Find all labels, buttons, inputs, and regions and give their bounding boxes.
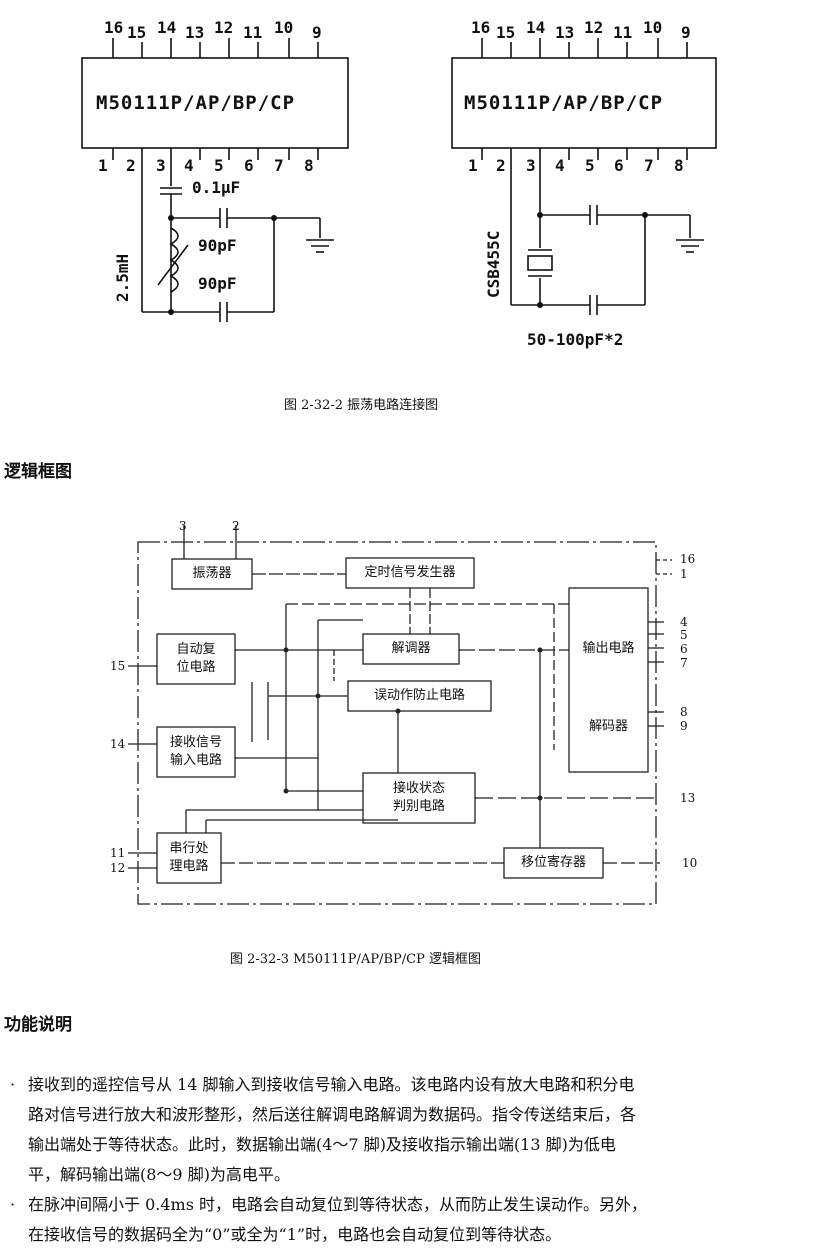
block-receive-state: 接收状态 判别电路	[363, 780, 475, 816]
right-bottom-pin-1: 1	[468, 156, 478, 175]
oscillator-drawing	[81, 38, 717, 322]
block-auto-reset: 自动复 位电路	[157, 641, 235, 677]
logic-pin-4: 4	[680, 615, 688, 629]
left-top-pin-11: 11	[243, 23, 263, 42]
logic-pin-7: 7	[680, 656, 688, 670]
right-top-pin-11: 11	[613, 23, 633, 42]
bullet-2-line-1: 在脉冲间隔小于 0.4ms 时，电路会自动复位到等待状态，从而防止发生误动作。另…	[28, 1195, 648, 1214]
block-misoperation-guard: 误动作防止电路	[373, 688, 465, 703]
block-demodulator: 解调器	[391, 641, 431, 656]
left-top-pin-15: 15	[127, 23, 147, 42]
left-bottom-pin-6: 6	[244, 156, 254, 175]
upper-cap-value: 90pF	[198, 236, 237, 255]
block-receive-input-line1: 接收信号	[169, 735, 222, 750]
block-receive-input-line2: 输入电路	[169, 753, 222, 768]
bullet-dot-icon: ·	[10, 1195, 16, 1214]
logic-pin-5: 5	[680, 628, 688, 642]
left-bottom-pin-4: 4	[184, 156, 194, 175]
block-serial-line1: 串行处	[169, 841, 209, 856]
right-bottom-pin-6: 6	[614, 156, 624, 175]
block-serial-processing: 串行处 理电路	[157, 840, 221, 876]
block-receive-input: 接收信号 输入电路	[157, 734, 235, 770]
right-top-pin-9: 9	[681, 23, 691, 42]
block-auto-reset-line2: 位电路	[176, 660, 216, 675]
left-bottom-pin-1: 1	[98, 156, 108, 175]
block-decoder: 解码器	[588, 719, 628, 734]
lower-cap-value: 90pF	[198, 274, 237, 293]
right-bottom-pin-7: 7	[644, 156, 654, 175]
right-top-pin-14: 14	[526, 18, 546, 37]
coupling-cap-value: 0.1μF	[192, 178, 241, 197]
left-top-pin-9: 9	[312, 23, 322, 42]
figure-caption-logic: 图 2-32-3 M50111P/AP/BP/CP 逻辑框图	[230, 952, 481, 967]
block-shift-register: 移位寄存器	[520, 855, 586, 870]
right-top-pin-16: 16	[471, 18, 491, 37]
right-bottom-pin-8: 8	[674, 156, 684, 175]
logic-pin-16: 16	[680, 552, 696, 566]
left-top-pin-12: 12	[214, 18, 234, 37]
function-description: · 接收到的遥控信号从 14 脚输入到接收信号输入电路。该电路内设有放大电路和积…	[10, 1070, 828, 1250]
bullet-dot-icon: ·	[10, 1075, 16, 1094]
left-top-pin-16: 16	[104, 18, 124, 37]
section-heading-function: 功能说明	[4, 1015, 72, 1035]
left-bottom-pin-3: 3	[156, 156, 166, 175]
block-receive-state-line1: 接收状态	[392, 781, 445, 796]
logic-pin-10: 10	[682, 856, 698, 870]
right-top-pin-10: 10	[643, 18, 663, 37]
logic-pin-11: 11	[110, 846, 126, 860]
section-heading-logic: 逻辑框图	[4, 462, 72, 482]
bullet-1-line-2: 路对信号进行放大和波形整形，然后送往解调电路解调为数据码。指令传送结束后，各	[28, 1105, 637, 1124]
logic-pin-14: 14	[110, 737, 126, 751]
right-bottom-pin-3: 3	[526, 156, 536, 175]
logic-pin-9: 9	[680, 719, 688, 733]
bullet-1-line-4: 平，解码输出端(8～9 脚)为高电平。	[28, 1165, 290, 1184]
logic-pin-3: 3	[179, 519, 187, 533]
logic-drawing	[128, 525, 672, 905]
logic-pin-2: 2	[232, 519, 240, 533]
block-timing-generator: 定时信号发生器	[364, 565, 456, 580]
right-top-pin-15: 15	[496, 23, 516, 42]
block-output-circuit: 输出电路	[582, 641, 635, 656]
block-oscillator: 振荡器	[192, 566, 232, 581]
left-top-pin-14: 14	[157, 18, 177, 37]
left-bottom-pin-7: 7	[274, 156, 284, 175]
figure-caption-oscillator: 图 2-32-2 振荡电路连接图	[284, 398, 439, 413]
right-bottom-pin-4: 4	[555, 156, 565, 175]
logic-pin-12: 12	[110, 861, 126, 875]
right-top-pin-13: 13	[555, 23, 575, 42]
block-auto-reset-line1: 自动复	[176, 642, 216, 657]
bullet-2-line-2: 在接收信号的数据码全为“0”或全为“1”时，电路也会自动复位到等待状态。	[28, 1225, 562, 1244]
block-receive-state-line2: 判别电路	[392, 799, 445, 814]
logic-pin-1: 1	[680, 567, 688, 581]
right-bottom-pin-5: 5	[585, 156, 595, 175]
left-bottom-pin-8: 8	[304, 156, 314, 175]
logic-pin-13: 13	[680, 791, 696, 805]
bullet-1-line-1: 接收到的遥控信号从 14 脚输入到接收信号输入电路。该电路内设有放大电路和积分电	[28, 1075, 635, 1094]
bullet-1-line-3: 输出端处于等待状态。此时，数据输出端(4～7 脚)及接收指示输出端(13 脚)为…	[28, 1135, 616, 1154]
logic-pin-15: 15	[110, 659, 126, 673]
right-chip-label: M50111P/AP/BP/CP	[464, 92, 664, 114]
left-top-pin-13: 13	[185, 23, 205, 42]
left-bottom-pin-2: 2	[126, 156, 136, 175]
logic-pin-8: 8	[680, 705, 688, 719]
bullet-item: · 在脉冲间隔小于 0.4ms 时，电路会自动复位到等待状态，从而防止发生误动作…	[10, 1190, 828, 1250]
left-top-pin-10: 10	[274, 18, 294, 37]
left-chip-label: M50111P/AP/BP/CP	[96, 92, 296, 114]
right-bottom-pin-2: 2	[496, 156, 506, 175]
bullet-item: · 接收到的遥控信号从 14 脚输入到接收信号输入电路。该电路内设有放大电路和积…	[10, 1070, 828, 1190]
resonator-caps-value: 50-100pF*2	[527, 330, 624, 349]
right-top-pin-12: 12	[584, 18, 604, 37]
left-bottom-pin-5: 5	[214, 156, 224, 175]
block-serial-line2: 理电路	[169, 859, 209, 874]
logic-pin-6: 6	[680, 642, 688, 656]
